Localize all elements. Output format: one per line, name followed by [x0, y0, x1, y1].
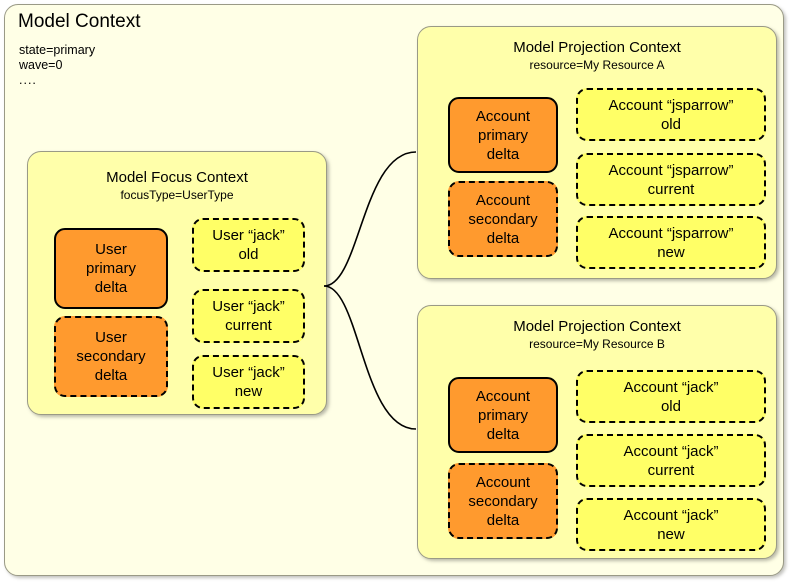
focus-object-new[interactable]: User “jack” new: [192, 355, 305, 409]
focus-object-current-label: User “jack” current: [212, 297, 285, 335]
model-context-container: Model Context state=primary wave=0 .... …: [4, 4, 784, 576]
projection-a-object-current-label: Account “jsparrow” current: [608, 161, 733, 199]
projection-a-delta-primary[interactable]: Account primary delta: [448, 97, 558, 173]
projection-b-delta-secondary-line3: delta: [486, 511, 520, 529]
model-projection-context-a-title: Model Projection Context: [513, 39, 681, 56]
projection-b-delta-primary-label: Account primary delta: [476, 387, 530, 444]
projection-b-object-current-label: Account “jack” current: [623, 442, 718, 480]
projection-a-object-new-line1: Account “jsparrow”: [608, 224, 734, 242]
projection-b-delta-primary-line1: Account: [475, 387, 531, 405]
projection-a-delta-primary-line3: delta: [486, 145, 520, 163]
projection-a-object-current[interactable]: Account “jsparrow” current: [576, 153, 766, 206]
projection-b-object-old-label: Account “jack” old: [623, 378, 718, 416]
focus-delta-secondary-label: User secondary delta: [76, 328, 145, 385]
model-projection-context-b-subtitle: resource=My Resource B: [529, 337, 665, 351]
model-projection-context-b-title: Model Projection Context: [513, 318, 681, 335]
projection-a-object-old-line1: Account “jsparrow”: [608, 96, 734, 114]
projection-b-delta-primary-line3: delta: [486, 425, 520, 443]
projection-a-delta-primary-line2: primary: [477, 126, 528, 144]
projection-a-delta-primary-label: Account primary delta: [476, 107, 530, 164]
model-focus-context-subtitle: focusType=UserType: [120, 188, 234, 202]
model-context-title: Model Context: [18, 11, 141, 32]
projection-b-delta-secondary[interactable]: Account secondary delta: [448, 463, 558, 539]
projection-b-object-current-line1: Account “jack”: [623, 442, 719, 460]
projection-b-object-new-line2: new: [657, 525, 685, 543]
projection-b-object-old-line2: old: [660, 397, 681, 415]
focus-object-current-line1: User “jack”: [212, 298, 285, 315]
focus-object-current-line2: current: [225, 317, 272, 334]
focus-delta-primary-label: User primary delta: [86, 240, 136, 297]
model-projection-context-a-subtitle: resource=My Resource A: [529, 58, 665, 72]
projection-b-delta-secondary-line2: secondary: [468, 492, 538, 510]
projection-b-object-new-label: Account “jack” new: [623, 506, 718, 544]
focus-delta-primary-line3: delta: [94, 279, 128, 296]
focus-object-new-line2: new: [234, 383, 263, 400]
focus-delta-secondary-line2: secondary: [76, 348, 146, 365]
projection-a-delta-secondary-line1: Account: [475, 191, 531, 209]
projection-b-object-current-line2: current: [647, 461, 695, 479]
projection-b-object-new-line1: Account “jack”: [623, 506, 719, 524]
focus-delta-secondary-line3: delta: [94, 367, 128, 384]
focus-delta-secondary[interactable]: User secondary delta: [54, 316, 168, 397]
projection-b-delta-secondary-label: Account secondary delta: [468, 473, 537, 530]
focus-object-current[interactable]: User “jack” current: [192, 289, 305, 343]
model-context-attribute-ellipsis: ....: [19, 73, 37, 87]
focus-object-old-line1: User “jack”: [212, 227, 285, 244]
focus-delta-secondary-line1: User: [95, 329, 127, 346]
focus-object-old[interactable]: User “jack” old: [192, 218, 305, 272]
projection-b-object-old[interactable]: Account “jack” old: [576, 370, 766, 423]
projection-a-object-new-line2: new: [657, 243, 685, 261]
projection-b-delta-primary-line2: primary: [477, 406, 528, 424]
projection-a-delta-primary-line1: Account: [475, 107, 531, 125]
projection-b-delta-secondary-line1: Account: [475, 473, 531, 491]
focus-object-new-line1: User “jack”: [212, 364, 285, 381]
projection-a-object-old-line2: old: [660, 115, 681, 133]
projection-a-delta-secondary-line2: secondary: [468, 210, 538, 228]
model-context-attribute-wave: wave=0: [19, 58, 63, 72]
focus-delta-primary-line1: User: [95, 241, 127, 258]
projection-b-object-current[interactable]: Account “jack” current: [576, 434, 766, 487]
focus-delta-primary-line2: primary: [85, 260, 136, 277]
projection-a-delta-secondary-label: Account secondary delta: [468, 191, 537, 248]
projection-b-delta-primary[interactable]: Account primary delta: [448, 377, 558, 453]
model-focus-context-panel: Model Focus Context focusType=UserType U…: [27, 151, 327, 415]
projection-b-object-old-line1: Account “jack”: [623, 378, 719, 396]
projection-a-object-new-label: Account “jsparrow” new: [608, 224, 733, 262]
projection-a-object-new[interactable]: Account “jsparrow” new: [576, 216, 766, 269]
projection-b-object-new[interactable]: Account “jack” new: [576, 498, 766, 551]
projection-a-object-old-label: Account “jsparrow” old: [608, 96, 733, 134]
projection-a-delta-secondary[interactable]: Account secondary delta: [448, 181, 558, 257]
model-context-attributes: state=primary wave=0 ....: [19, 43, 95, 88]
model-projection-context-b-panel: Model Projection Context resource=My Res…: [417, 305, 777, 559]
projection-a-object-old[interactable]: Account “jsparrow” old: [576, 88, 766, 141]
model-context-attribute-state: state=primary: [19, 43, 96, 57]
projection-a-delta-secondary-line3: delta: [486, 229, 520, 247]
focus-delta-primary[interactable]: User primary delta: [54, 228, 168, 309]
projection-a-object-current-line1: Account “jsparrow”: [608, 161, 734, 179]
focus-object-old-label: User “jack” old: [212, 226, 285, 264]
focus-object-new-label: User “jack” new: [212, 363, 285, 401]
model-focus-context-title: Model Focus Context: [106, 169, 248, 186]
focus-object-old-line2: old: [238, 246, 259, 263]
projection-a-object-current-line2: current: [647, 180, 695, 198]
model-projection-context-a-panel: Model Projection Context resource=My Res…: [417, 26, 777, 279]
